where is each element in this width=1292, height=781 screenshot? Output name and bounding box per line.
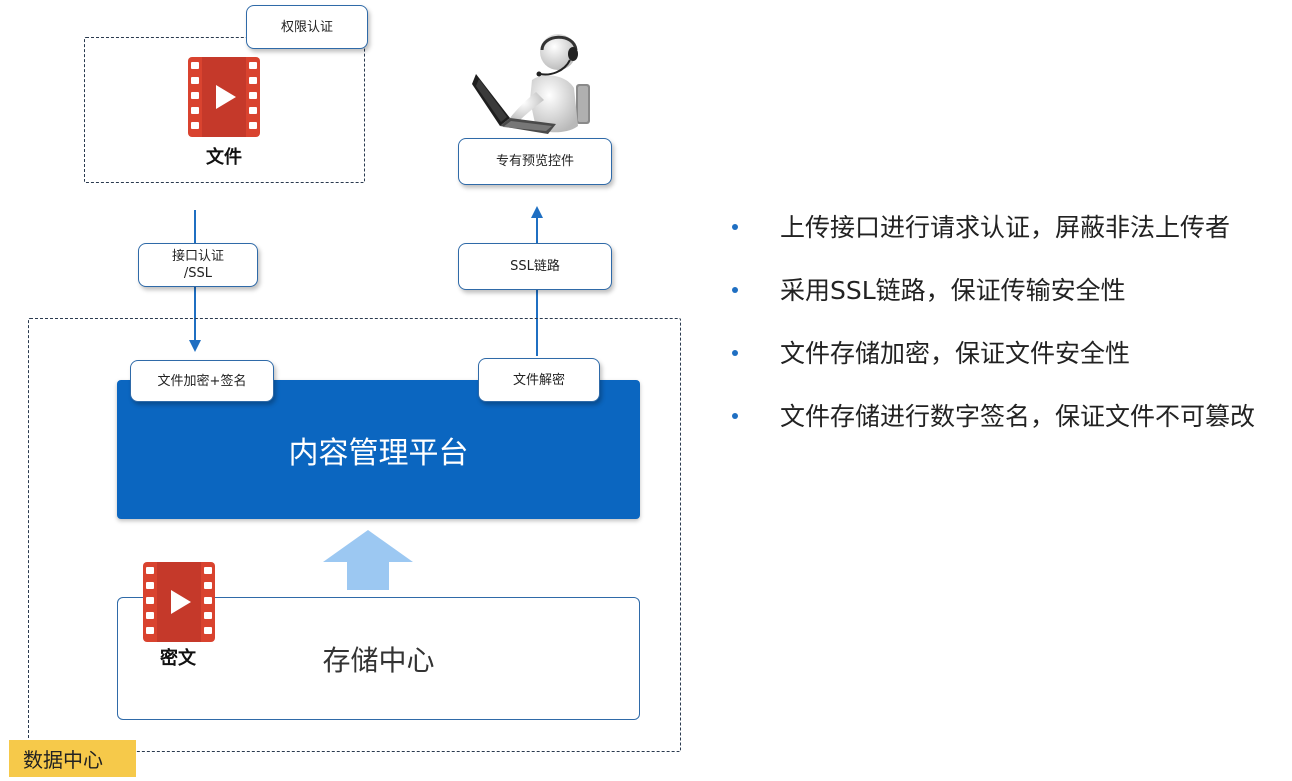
bullet-dot-icon [732,224,738,230]
encrypt-sign-label: 文件加密+签名 [130,360,274,402]
cipher-caption: 密文 [160,648,196,669]
bullet-dot-icon [732,413,738,419]
list-item: 采用SSL链路，保证传输安全性 [728,275,1255,338]
operator-headset-laptop-icon [472,34,590,134]
video-file-icon [143,562,215,642]
list-item: 文件存储进行数字签名，保证文件不可篡改 [728,401,1255,464]
ssl-link-label: SSL链路 [458,243,612,290]
bullet-dot-icon [732,287,738,293]
bullet-dot-icon [732,350,738,356]
storage-title: 存储中心 [322,643,435,677]
interface-auth-ssl-label: 接口认证 /SSL [138,243,258,287]
permission-auth-label: 权限认证 [246,5,368,49]
interface-auth-ssl-text: /SSL [183,266,213,281]
file-caption: 文件 [206,147,242,168]
list-item-text: 文件存储加密，保证文件安全性 [780,339,1131,368]
platform-title: 内容管理平台 [288,435,469,471]
storage-to-platform-arrow [323,530,413,590]
security-feature-list: 上传接口进行请求认证，屏蔽非法上传者 采用SSL链路，保证传输安全性 文件存储加… [728,212,1255,464]
file-source-dashed-box [84,37,365,183]
datacenter-tag: 数据中心 [9,740,136,777]
list-item-text: 文件存储进行数字签名，保证文件不可篡改 [780,402,1256,431]
video-file-icon [188,57,260,137]
datacenter-tag-text: 数据中心 [23,748,103,772]
file-decrypt-label: 文件解密 [478,358,600,402]
content-management-platform: 内容管理平台 [117,380,640,519]
list-item-text: 上传接口进行请求认证，屏蔽非法上传者 [780,213,1231,242]
interface-auth-text: 接口认证 [171,249,224,264]
preview-control-label: 专有预览控件 [458,138,612,185]
datacenter-dashed-box [28,318,681,752]
list-item: 文件存储加密，保证文件安全性 [728,338,1255,401]
list-item-text: 采用SSL链路，保证传输安全性 [780,276,1126,305]
list-item: 上传接口进行请求认证，屏蔽非法上传者 [728,212,1255,275]
